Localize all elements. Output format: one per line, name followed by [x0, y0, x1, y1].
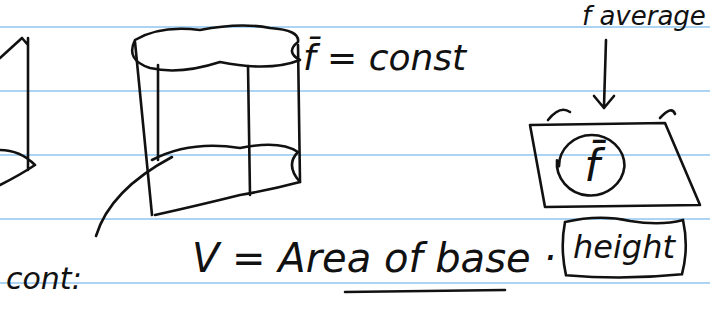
underline [345, 290, 505, 292]
slab-outline [530, 110, 700, 207]
formula: V = Area of base · [192, 236, 556, 280]
node-content: height [573, 230, 675, 265]
ruled-lines [0, 27, 710, 283]
pointer-arrow [594, 40, 614, 108]
node-text: height [573, 230, 675, 265]
cylinder-bottom [152, 145, 300, 215]
cylinder-top [132, 25, 300, 70]
node-content: f̄ [584, 142, 600, 190]
node-text: f̄ [584, 142, 600, 190]
circled-term: f̄ [558, 134, 626, 198]
annotation: f average [582, 2, 706, 31]
equation-note: f̄ = const [303, 38, 466, 78]
boxed-term: height [563, 218, 685, 277]
partial-prism [0, 38, 35, 185]
cylinder-sides [135, 42, 300, 215]
leader-line [96, 157, 172, 236]
note-label: cont: [6, 262, 82, 295]
